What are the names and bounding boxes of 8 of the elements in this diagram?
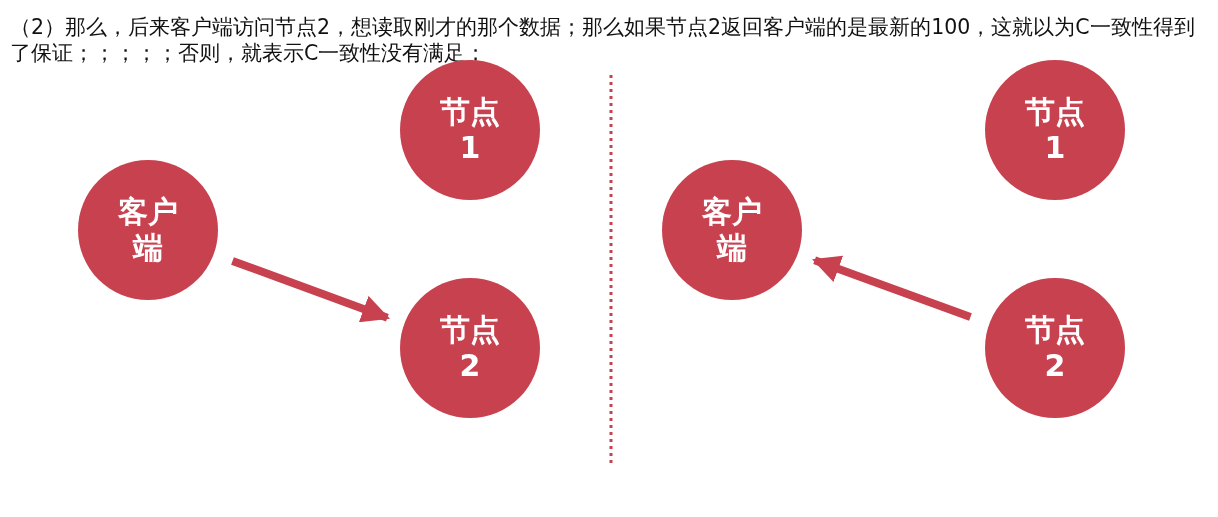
- arrow: [812, 255, 972, 321]
- node-label: 客户端: [701, 194, 763, 266]
- node-label: 节点1: [1024, 94, 1086, 166]
- node-label: 节点2: [1024, 312, 1086, 384]
- arrow: [231, 257, 390, 323]
- node-label: 节点1: [439, 94, 501, 166]
- node-label: 节点2: [439, 312, 501, 384]
- node-label: 客户端: [117, 194, 179, 266]
